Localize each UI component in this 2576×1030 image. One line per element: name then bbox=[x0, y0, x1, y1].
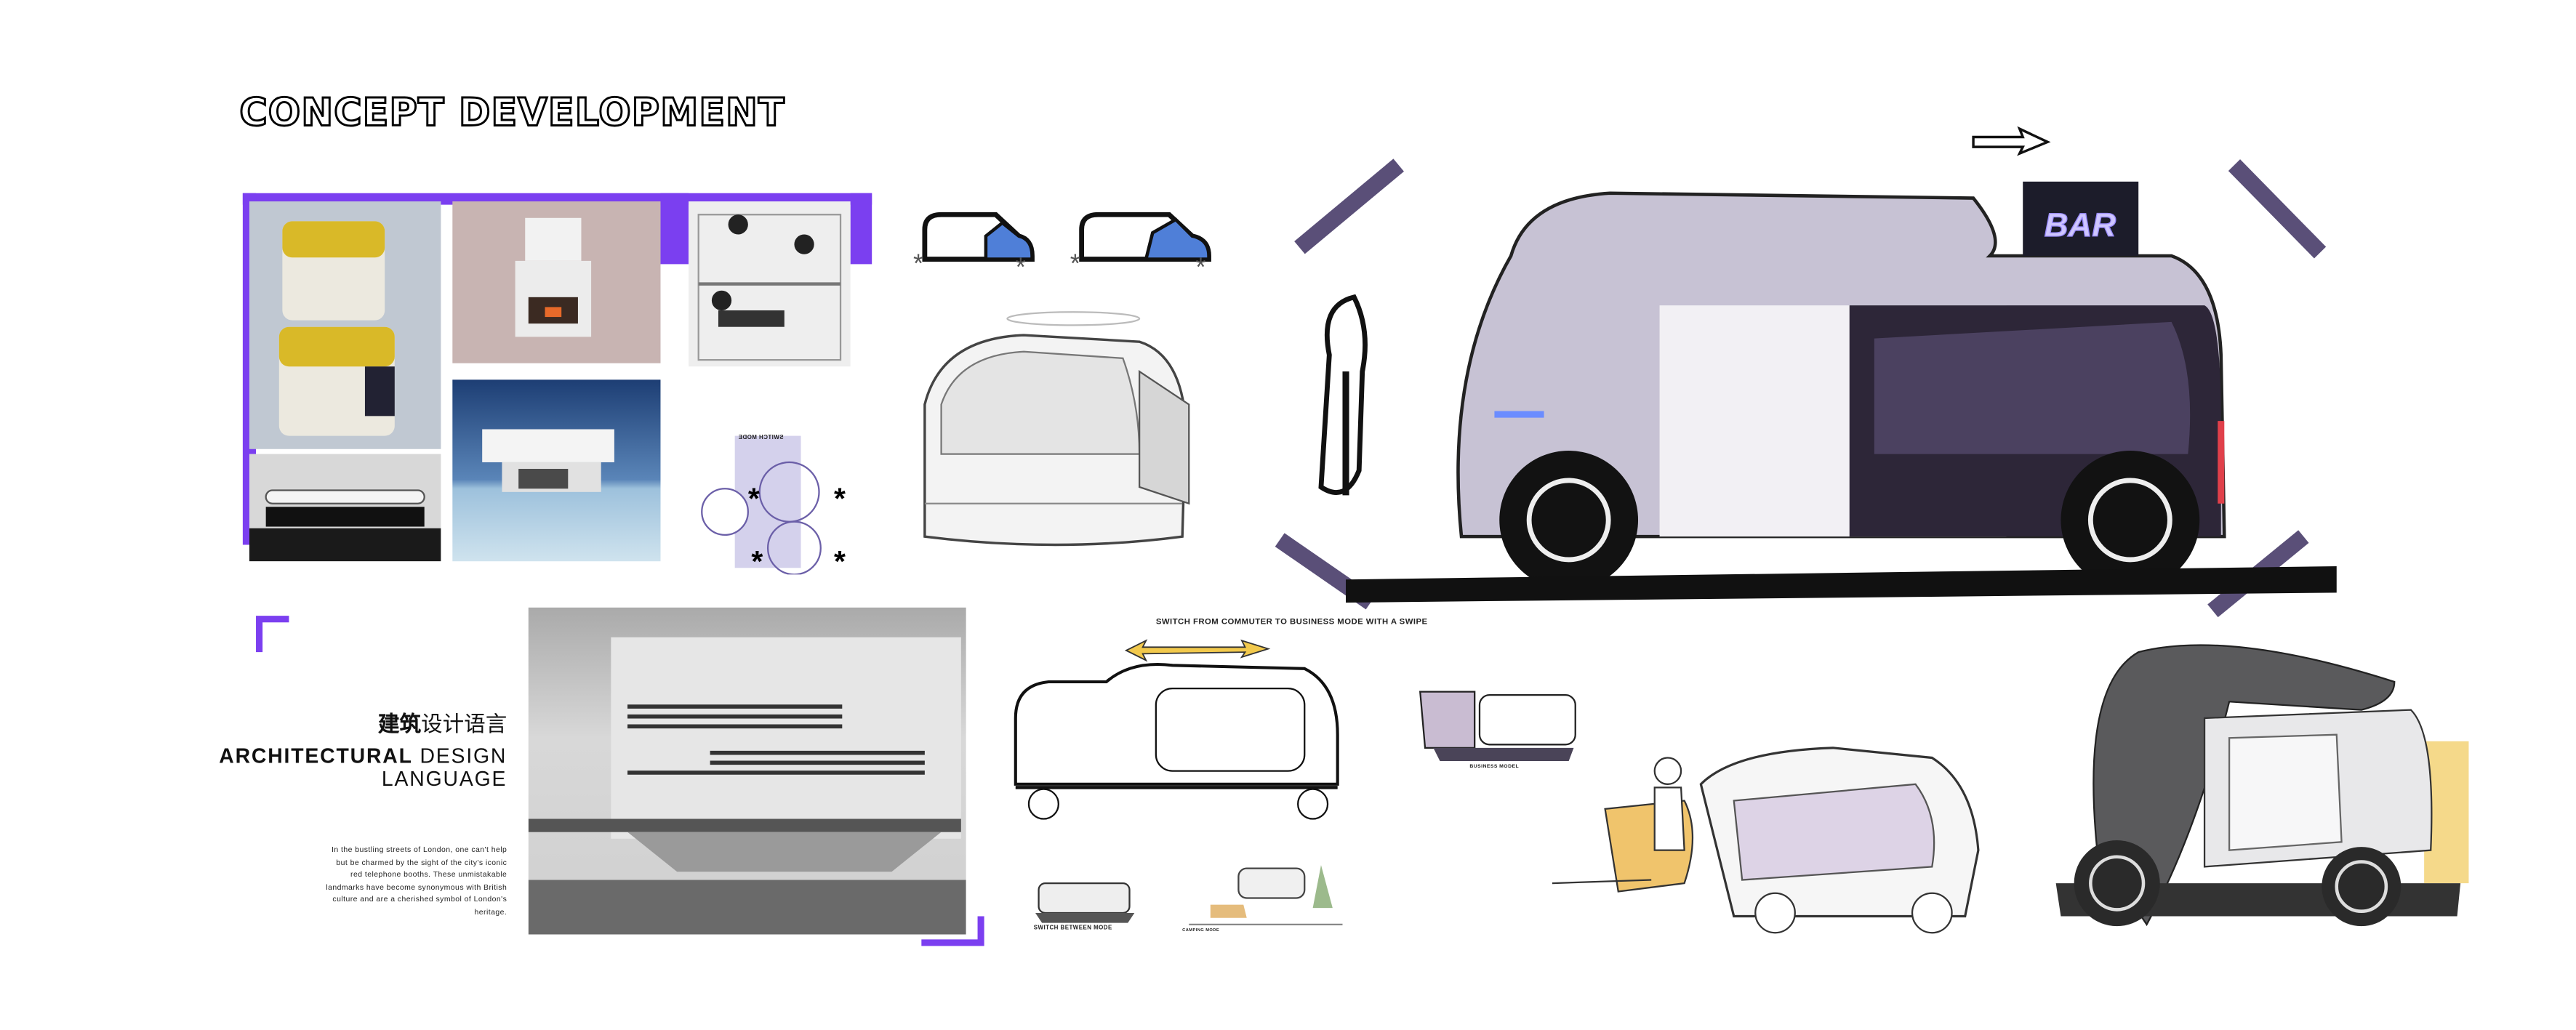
swipe-arrow bbox=[1124, 639, 1271, 662]
accent-frame-end bbox=[850, 193, 872, 265]
svg-text:*: * bbox=[1016, 252, 1026, 281]
architecture-building-photo bbox=[528, 607, 966, 935]
svg-text:*: * bbox=[834, 482, 846, 515]
switch-mode-sketch: SWITCH MODE **** bbox=[699, 430, 864, 575]
title-en-bold: ARCHITECTURAL bbox=[219, 744, 413, 768]
bunk-bed-photo bbox=[689, 201, 851, 367]
accent-frame-right bbox=[660, 193, 689, 265]
swipe-caption: SWITCH FROM COMMUTER TO BUSINESS MODE WI… bbox=[1155, 617, 1428, 628]
camping-caption: CAMPING MODE bbox=[1182, 928, 1220, 933]
svg-text:*: * bbox=[1070, 249, 1080, 278]
modern-house-photo bbox=[452, 379, 661, 562]
svg-text:*: * bbox=[751, 544, 763, 575]
architecture-title-zh: 建筑设计语言 bbox=[378, 707, 507, 738]
title-en-regular-2: LANGUAGE bbox=[381, 768, 507, 791]
title-zh-bold: 建筑 bbox=[378, 711, 422, 736]
grey-pod-render bbox=[2055, 644, 2469, 927]
svg-text:*: * bbox=[834, 544, 846, 575]
business-model-sketch bbox=[1419, 691, 1576, 762]
svg-text:*: * bbox=[748, 482, 760, 515]
bar-vehicle-render: BAR bbox=[1275, 126, 2337, 618]
fireplace-photo bbox=[452, 201, 661, 363]
title-en-regular-1: DESIGN bbox=[420, 744, 507, 768]
architecture-paragraph: In the bustling streets of London, one c… bbox=[326, 845, 507, 917]
yellow-cube-product-photo bbox=[249, 201, 441, 449]
commuter-vehicle-sketch bbox=[1014, 662, 1339, 820]
svg-text:*: * bbox=[913, 249, 923, 278]
corner-bracket-top-left bbox=[256, 616, 289, 653]
reflective-table-photo bbox=[249, 454, 441, 562]
business-caption: BUSINESS MODEL bbox=[1469, 763, 1520, 770]
blue-vehicle-icon-1: ** bbox=[913, 212, 1035, 281]
page-title: CONCEPT DEVELOPMENT bbox=[238, 92, 785, 137]
svg-text:*: * bbox=[1195, 252, 1205, 281]
title-zh-regular: 设计语言 bbox=[421, 711, 507, 736]
switch-between-caption: SWITCH BETWEEN MODE bbox=[1033, 924, 1112, 931]
pod-vehicle-sketch bbox=[923, 311, 1190, 547]
blue-vehicle-icon-2: ** bbox=[1070, 212, 1211, 281]
bar-sign: BAR bbox=[2045, 206, 2116, 244]
switch-between-mode-sketch bbox=[1035, 882, 1135, 923]
corner-bracket-bottom-right bbox=[921, 916, 984, 946]
camping-mode-sketch bbox=[1189, 865, 1343, 926]
lounge-seat-sketch bbox=[1552, 747, 1980, 934]
